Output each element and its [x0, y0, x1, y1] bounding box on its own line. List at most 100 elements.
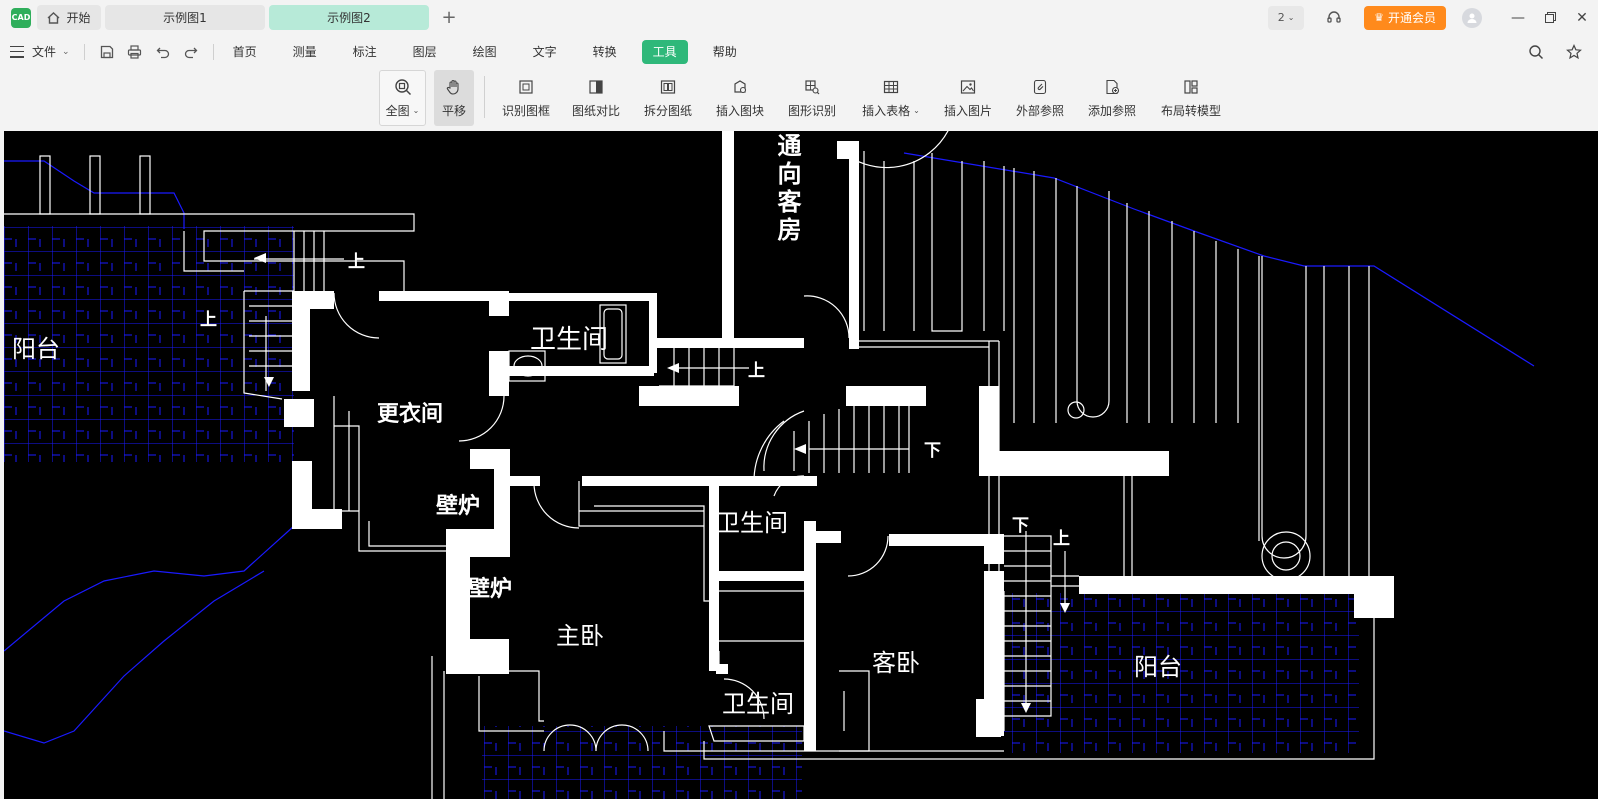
- add-tab-button[interactable]: +: [441, 7, 457, 28]
- tool-layout-to-model-label: 布局转模型: [1160, 103, 1221, 118]
- tool-insert-block[interactable]: 插入图块: [712, 70, 768, 126]
- title-bar: CAD 开始 示例图1 示例图2 + 2⌄ ♛开通会员 — ✕: [0, 0, 1598, 35]
- menu-measure[interactable]: 测量: [292, 45, 317, 59]
- menu-layers[interactable]: 图层: [412, 45, 437, 59]
- tool-detect-frame[interactable]: 识别图框: [498, 70, 554, 126]
- tool-shape-recognition-label: 图形识别: [787, 103, 836, 118]
- star-icon[interactable]: [1560, 40, 1588, 64]
- chevron-down-icon: ⌄: [412, 105, 420, 115]
- tool-insert-table-label: 插入表格: [862, 103, 911, 118]
- balcony-bottom-hatch: [482, 726, 802, 799]
- label-master-bedroom: 主卧: [556, 622, 604, 650]
- vip-button[interactable]: ♛开通会员: [1364, 5, 1446, 30]
- tool-insert-block-label: 插入图块: [715, 103, 764, 118]
- menu-home[interactable]: 首页: [232, 45, 257, 59]
- page-select-value: 2: [1277, 11, 1285, 24]
- search-icon[interactable]: [1522, 40, 1550, 64]
- close-button[interactable]: ✕: [1576, 9, 1588, 26]
- tab-doc-1-label: 示例图1: [163, 11, 207, 25]
- tool-insert-table[interactable]: 插入表格⌄: [856, 70, 926, 126]
- fit-all-label: 全图: [385, 103, 410, 118]
- block-icon: [731, 78, 749, 96]
- image-icon: [959, 78, 977, 96]
- label-down-1: 下: [924, 441, 941, 461]
- undo-icon[interactable]: [149, 40, 177, 64]
- tab-doc-2-label: 示例图2: [327, 11, 371, 25]
- floor-plan-drawing: [4, 131, 1535, 799]
- label-balcony-left: 阳台: [12, 335, 60, 363]
- menu-help[interactable]: 帮助: [712, 45, 737, 59]
- label-up-2: 上: [200, 310, 217, 330]
- tool-external-ref-label: 外部参照: [1015, 103, 1064, 118]
- menu-draw[interactable]: 绘图: [472, 45, 497, 59]
- tool-add-ref[interactable]: 添加参照: [1084, 70, 1140, 126]
- label-bathroom-mid: 卫生间: [716, 509, 788, 537]
- tool-insert-image-label: 插入图片: [943, 103, 992, 118]
- divider: [83, 43, 85, 60]
- vip-label: 开通会员: [1387, 11, 1436, 25]
- menu-text[interactable]: 文字: [532, 45, 557, 59]
- crown-icon: ♛: [1374, 11, 1384, 24]
- frame-icon: [517, 78, 535, 96]
- headset-icon[interactable]: [1324, 8, 1344, 28]
- label-bathroom-top: 卫生间: [530, 325, 609, 355]
- divider: [212, 43, 214, 60]
- label-down-2: 下: [1012, 516, 1029, 536]
- tool-add-ref-label: 添加参照: [1087, 103, 1136, 118]
- tool-detect-frame-label: 识别图框: [501, 103, 550, 118]
- ribbon-toolbar: 全图⌄ 平移 识别图框 图纸对比 拆分图纸 插入图块 图形识别 插入表格⌄ 插入…: [0, 68, 1598, 130]
- divider: [484, 76, 485, 118]
- compare-icon: [587, 78, 605, 96]
- label-bathroom-bottom: 卫生间: [722, 690, 794, 718]
- balcony-right-hatch: [1004, 593, 1359, 753]
- tab-doc-1[interactable]: 示例图1: [105, 5, 265, 30]
- paperclip-icon: [1031, 78, 1049, 96]
- menu-bar: 文件 ⌄ 首页 测量 标注 图层 绘图 文字 转换 工具 帮助: [0, 35, 1598, 68]
- file-menu[interactable]: 文件 ⌄: [32, 43, 70, 60]
- file-menu-label: 文件: [32, 45, 57, 59]
- menu-tools[interactable]: 工具: [641, 39, 688, 64]
- tool-compare-label: 图纸对比: [571, 103, 620, 118]
- drawing-canvas[interactable]: 阳台 更衣间 卫生间 卫生间 卫生间 壁炉 壁炉 主卧 客卧 阳台 通向客房 上…: [4, 131, 1598, 799]
- label-balcony-right: 阳台: [1134, 653, 1182, 681]
- hamburger-icon[interactable]: [10, 45, 24, 58]
- split-icon: [659, 78, 677, 96]
- tool-insert-image[interactable]: 插入图片: [940, 70, 996, 126]
- tool-compare[interactable]: 图纸对比: [568, 70, 624, 126]
- pan-label: 平移: [441, 103, 466, 118]
- redo-icon[interactable]: [177, 40, 205, 64]
- label-up-3: 上: [748, 361, 765, 381]
- label-up-1: 上: [348, 252, 365, 272]
- tool-layout-to-model[interactable]: 布局转模型: [1156, 70, 1226, 126]
- tool-shape-recognition[interactable]: 图形识别: [784, 70, 840, 126]
- layout-icon: [1182, 78, 1200, 96]
- tab-home[interactable]: 开始: [37, 5, 101, 30]
- hand-icon: [445, 78, 463, 96]
- minimize-button[interactable]: —: [1511, 9, 1525, 26]
- avatar[interactable]: [1462, 7, 1482, 28]
- label-guest-bedroom: 客卧: [872, 649, 920, 677]
- label-to-guest-room: 通向客房: [773, 133, 802, 245]
- restore-button[interactable]: [1534, 0, 1566, 35]
- label-fireplace-2: 壁炉: [468, 576, 513, 602]
- menu-annotate[interactable]: 标注: [352, 45, 377, 59]
- tab-doc-2[interactable]: 示例图2: [269, 5, 429, 30]
- chevron-down-icon: ⌄: [62, 46, 70, 57]
- chevron-down-icon: ⌄: [913, 105, 920, 115]
- menu-convert[interactable]: 转换: [592, 45, 617, 59]
- pan-button[interactable]: 平移: [434, 70, 474, 126]
- print-icon[interactable]: [121, 40, 149, 64]
- tool-split[interactable]: 拆分图纸: [640, 70, 696, 126]
- add-reference-icon: [1103, 78, 1121, 96]
- restore-icon: [1544, 12, 1556, 23]
- balcony-left-hatch: [4, 226, 294, 462]
- fit-all-button[interactable]: 全图⌄: [379, 70, 426, 126]
- save-icon[interactable]: [93, 40, 121, 64]
- tab-home-label: 开始: [66, 11, 91, 25]
- label-up-4: 上: [1053, 529, 1070, 549]
- page-select[interactable]: 2⌄: [1268, 5, 1305, 30]
- label-fireplace-1: 壁炉: [436, 493, 481, 519]
- tool-external-ref[interactable]: 外部参照: [1012, 70, 1068, 126]
- table-icon: [882, 78, 900, 96]
- chevron-down-icon: ⌄: [1287, 13, 1295, 22]
